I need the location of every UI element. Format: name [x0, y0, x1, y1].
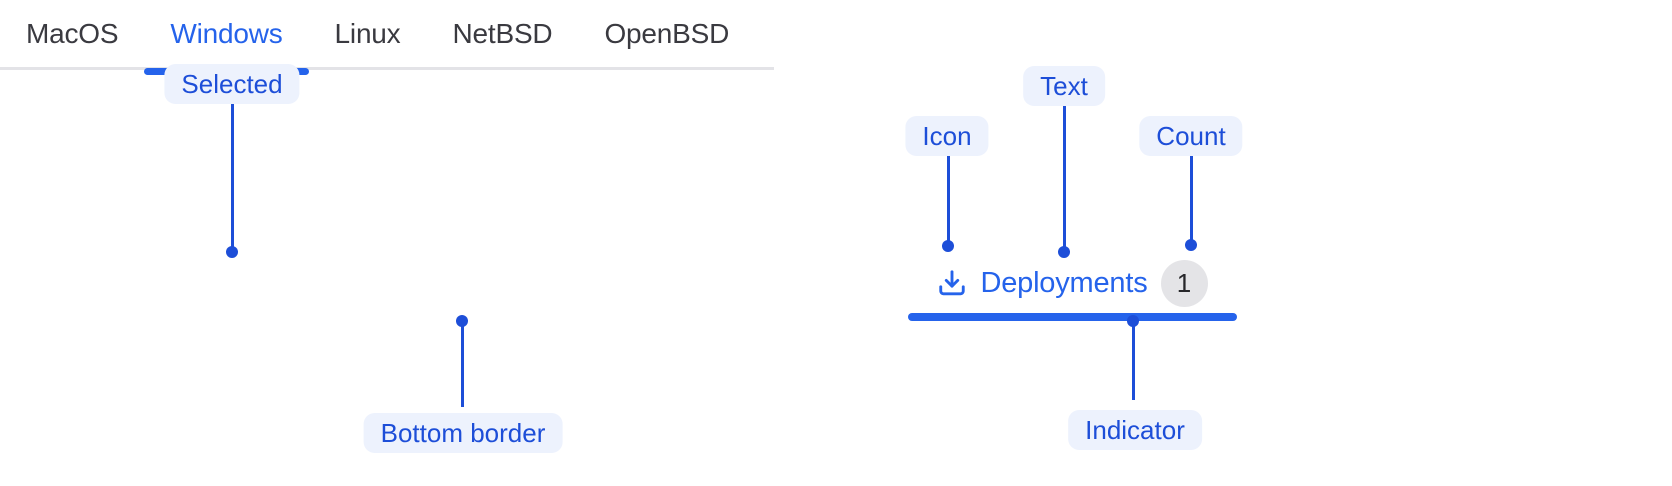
count-badge: 1 — [1160, 259, 1208, 307]
annotation-bottom-border-label: Bottom border — [363, 413, 563, 453]
download-icon — [939, 270, 966, 296]
annotation-indicator-label: Indicator — [1068, 410, 1202, 450]
tab-windows[interactable]: Windows — [144, 0, 309, 75]
annotation-indicator-line — [1131, 321, 1135, 400]
annotation-selected-label: Selected — [164, 64, 300, 104]
tab-windows-label: Windows — [170, 17, 283, 49]
annotation-icon-dot — [942, 240, 954, 252]
annotation-bottom-border-line — [460, 321, 464, 407]
annotation-count-line — [1189, 156, 1193, 245]
deployments-tab-content: Deployments 1 — [908, 258, 1237, 308]
annotation-text-label: Text — [1023, 66, 1105, 106]
annotation-selected-line — [230, 104, 234, 252]
deployments-tab[interactable]: Deployments 1 — [908, 258, 1237, 321]
tab-openbsd[interactable]: OpenBSD — [604, 17, 730, 49]
annotation-text-dot — [1058, 246, 1070, 258]
annotation-icon-label: Icon — [905, 116, 989, 156]
os-tab-bar: MacOS Windows Linux NetBSD OpenBSD — [0, 0, 774, 75]
annotation-selected-dot — [226, 246, 238, 258]
annotation-icon-line — [946, 156, 950, 246]
active-tab-indicator — [908, 313, 1237, 321]
annotation-count-dot — [1185, 239, 1197, 251]
tab-linux[interactable]: Linux — [334, 17, 401, 49]
tab-netbsd[interactable]: NetBSD — [452, 17, 553, 49]
annotation-count-label: Count — [1139, 116, 1243, 156]
tab-macos[interactable]: MacOS — [26, 17, 119, 49]
annotation-text-line — [1062, 106, 1066, 252]
deployments-tab-label: Deployments — [980, 266, 1148, 299]
